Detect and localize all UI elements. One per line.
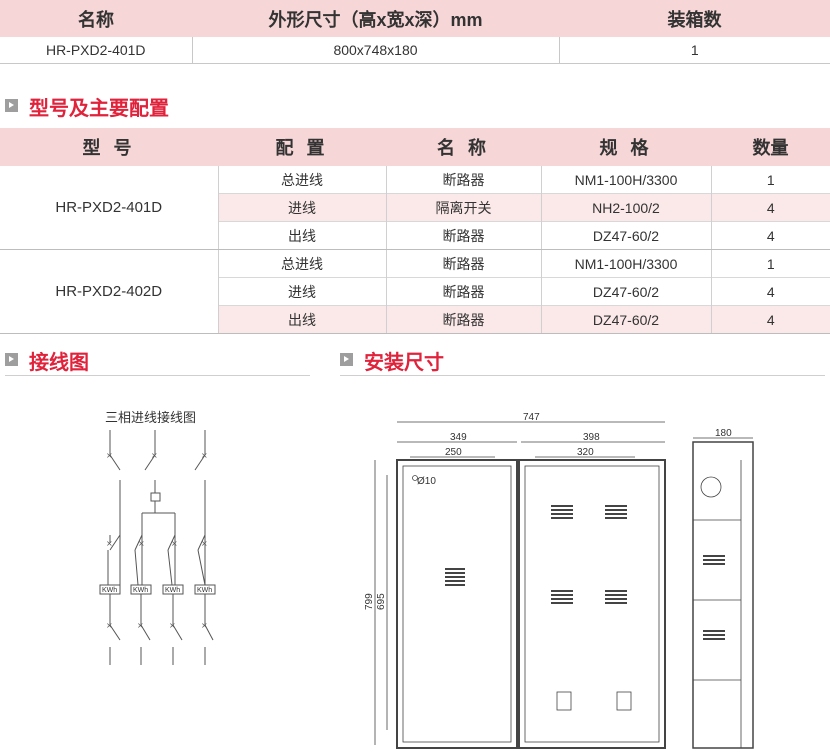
config-cell: 总进线 bbox=[217, 249, 386, 278]
svg-text:×: × bbox=[201, 539, 208, 548]
meter-label: KWh bbox=[165, 587, 180, 594]
config-header-model: 型 号 bbox=[0, 128, 218, 166]
wiring-caption: 三相进线接线图 bbox=[105, 410, 197, 425]
config-cell: 进线 bbox=[217, 193, 386, 222]
config-header-name: 名 称 bbox=[386, 128, 541, 166]
arrow-marker-icon bbox=[5, 353, 18, 366]
summary-header-qty: 装箱数 bbox=[559, 0, 830, 37]
config-cell: 出线 bbox=[217, 305, 386, 334]
config-header-config: 配 置 bbox=[218, 128, 386, 166]
dim-height-inner: 695 bbox=[376, 593, 387, 610]
table-row: HR-PXD2-402D 总进线 断路器 NM1-100H/3300 1 bbox=[0, 249, 830, 334]
config-cell: 断路器 bbox=[385, 305, 541, 334]
config-table: 型 号 配 置 名 称 规 格 数量 HR-PXD2-401D 总进线 断路器 … bbox=[0, 128, 830, 334]
summary-header-name: 名称 bbox=[0, 0, 192, 37]
dim-hole: Ø10 bbox=[417, 476, 436, 487]
config-cell: 总进线 bbox=[217, 166, 386, 194]
config-cell: DZ47-60/2 bbox=[540, 221, 711, 250]
svg-text:×: × bbox=[106, 621, 113, 630]
section-wiring-header: 接线图 bbox=[5, 346, 310, 376]
dim-left-width: 349 bbox=[450, 432, 467, 443]
install-schematic: 747 349 398 250 320 Ø10 180 799 695 bbox=[364, 412, 754, 749]
meter-label: KWh bbox=[133, 587, 148, 594]
config-cell: 断路器 bbox=[385, 166, 541, 194]
svg-text:×: × bbox=[201, 451, 208, 460]
config-cell: 4 bbox=[710, 277, 830, 306]
config-cell: NM1-100H/3300 bbox=[540, 166, 711, 194]
config-cell: DZ47-60/2 bbox=[540, 305, 711, 334]
section-install-header: 安装尺寸 bbox=[340, 346, 825, 376]
config-cell: 断路器 bbox=[385, 249, 541, 278]
dim-right-inner: 320 bbox=[577, 447, 594, 458]
dim-depth: 180 bbox=[715, 428, 732, 439]
dim-overall-width: 747 bbox=[523, 412, 540, 423]
meter-label: KWh bbox=[197, 587, 212, 594]
section-rule bbox=[5, 375, 310, 376]
svg-text:×: × bbox=[137, 621, 144, 630]
config-cell: NM1-100H/3300 bbox=[540, 249, 711, 278]
summary-header-size: 外形尺寸（高x宽x深）mm bbox=[192, 0, 559, 37]
svg-text:×: × bbox=[106, 451, 113, 460]
config-cell: 隔离开关 bbox=[385, 193, 541, 222]
config-cell: 4 bbox=[710, 193, 830, 222]
svg-text:×: × bbox=[151, 451, 158, 460]
dim-left-inner: 250 bbox=[445, 447, 462, 458]
wiring-schematic: × × × × × × × × × × × KWh KWh KWh KWh bbox=[99, 430, 216, 665]
config-header-qty: 数量 bbox=[711, 128, 830, 166]
config-cell: DZ47-60/2 bbox=[540, 277, 711, 306]
table-row: 出线 断路器 DZ47-60/2 4 bbox=[0, 305, 830, 334]
config-cell: 4 bbox=[710, 221, 830, 250]
wiring-diagram: 三相进线接线图 bbox=[0, 385, 310, 715]
config-cell: 1 bbox=[710, 249, 830, 278]
install-drawing: 747 349 398 250 320 Ø10 180 799 695 bbox=[355, 400, 825, 750]
svg-text:×: × bbox=[169, 621, 176, 630]
config-cell: 1 bbox=[710, 166, 830, 194]
section-config-title: 型号及主要配置 bbox=[29, 98, 169, 120]
config-cell: 出线 bbox=[217, 221, 386, 250]
summary-size: 800x748x180 bbox=[191, 37, 559, 64]
section-install-title: 安装尺寸 bbox=[364, 352, 444, 374]
section-rule bbox=[340, 375, 825, 376]
table-row: 进线 断路器 DZ47-60/2 4 bbox=[0, 277, 830, 306]
config-cell: 断路器 bbox=[385, 221, 541, 250]
config-cell: 4 bbox=[710, 305, 830, 334]
config-model-2: HR-PXD2-402D bbox=[0, 249, 218, 334]
section-config-header: 型号及主要配置 bbox=[5, 92, 825, 122]
section-wiring-title: 接线图 bbox=[29, 352, 89, 374]
table-row: 进线 隔离开关 NH2-100/2 4 bbox=[0, 193, 830, 222]
config-cell: 断路器 bbox=[385, 277, 541, 306]
svg-text:×: × bbox=[138, 539, 145, 548]
config-cell: NH2-100/2 bbox=[540, 193, 711, 222]
config-cell: 进线 bbox=[217, 277, 386, 306]
svg-text:×: × bbox=[106, 539, 113, 548]
arrow-marker-icon bbox=[5, 99, 18, 112]
arrow-marker-icon bbox=[340, 353, 353, 366]
dim-height-outer: 799 bbox=[364, 593, 375, 610]
config-model-1: HR-PXD2-401D bbox=[0, 166, 218, 250]
table-row: HR-PXD2-401D 总进线 断路器 NM1-100H/3300 1 bbox=[0, 166, 830, 250]
meter-label: KWh bbox=[102, 587, 117, 594]
table-row: 出线 断路器 DZ47-60/2 4 bbox=[0, 221, 830, 250]
summary-qty: 1 bbox=[558, 37, 830, 64]
config-header-spec: 规 格 bbox=[541, 128, 711, 166]
summary-model: HR-PXD2-401D bbox=[0, 37, 192, 64]
dim-right-width: 398 bbox=[583, 432, 600, 443]
summary-table: 名称 外形尺寸（高x宽x深）mm 装箱数 HR-PXD2-401D 800x74… bbox=[0, 0, 830, 64]
svg-text:×: × bbox=[171, 539, 178, 548]
svg-text:×: × bbox=[201, 621, 208, 630]
